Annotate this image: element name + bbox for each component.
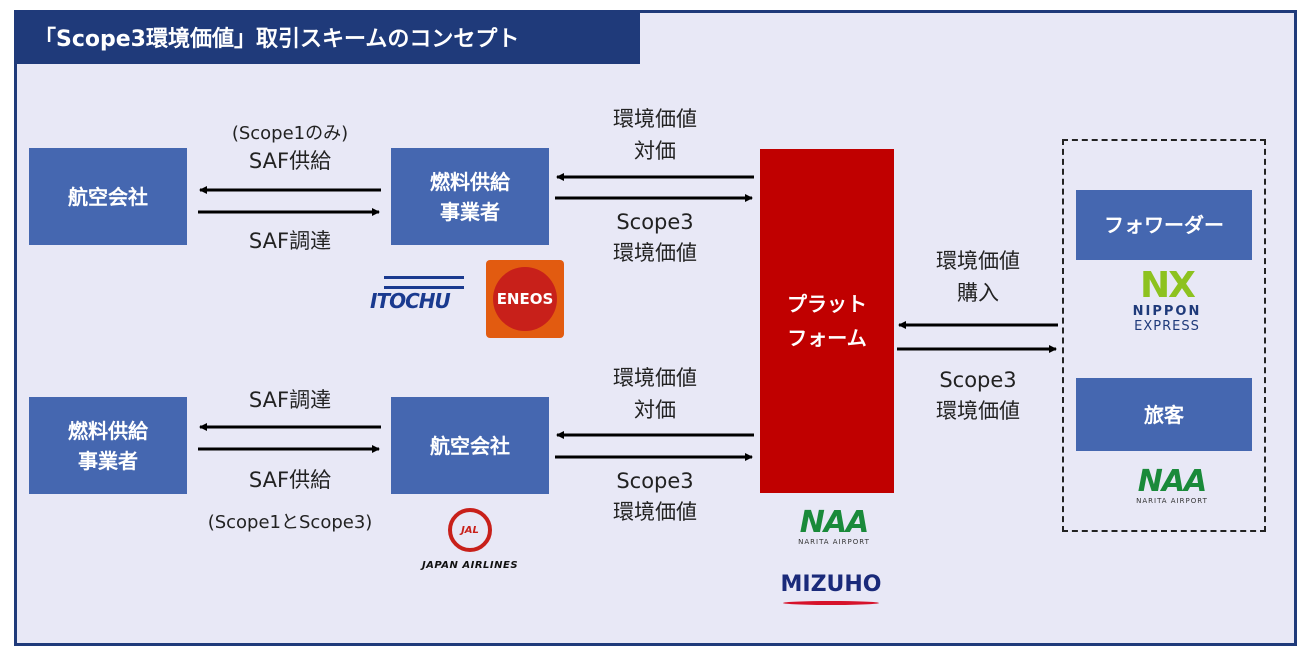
airline-box-top: 航空会社: [29, 148, 187, 245]
itochu-logo: ITOCHU: [370, 276, 470, 320]
label-scope3-l2-bottom: 環境価値: [613, 500, 697, 524]
fuel-supplier-box-top: 燃料供給事業者: [391, 148, 549, 245]
label-saf-supply-top: SAF供給: [248, 149, 332, 173]
fuel-supplier-box-bottom: 燃料供給事業者: [29, 397, 187, 494]
label-scope3-l2-top: 環境価値: [613, 241, 697, 265]
naa-logo-platform: NAA NARITA AIRPORT: [798, 505, 870, 547]
label-scope1-and-scope3: (Scope1とScope3): [207, 512, 373, 533]
diagram-title: 「Scope3環境価値」取引スキームのコンセプト: [14, 10, 640, 64]
forwarder-box: フォワーダー: [1076, 190, 1252, 260]
label-value-l1-top: 環境価値: [613, 107, 697, 131]
label-value-l2-bottom: 対価: [634, 398, 676, 422]
label-value-l1-bottom: 環境価値: [613, 366, 697, 390]
label-saf-procure-top: SAF調達: [248, 229, 332, 253]
mizuho-logo: MIZUHO: [775, 572, 887, 612]
diagram-frame: [14, 10, 1297, 646]
passenger-box: 旅客: [1076, 378, 1252, 451]
label-saf-supply-bottom: SAF供給: [248, 468, 332, 492]
label-value-l2-top: 対価: [634, 139, 676, 163]
label-scope3-l2-right: 環境価値: [936, 399, 1020, 423]
label-scope3-l1-right: Scope3: [939, 368, 1017, 392]
customer-group-frame: [1062, 139, 1266, 532]
label-scope1-only: (Scope1のみ): [231, 123, 349, 144]
eneos-logo: ENEOS: [486, 260, 564, 338]
naa-logo-customer: NAA NARITA AIRPORT: [1136, 464, 1208, 506]
label-saf-procure-bottom: SAF調達: [248, 388, 332, 412]
nippon-express-logo: NX NIPPON EXPRESS: [1132, 265, 1202, 335]
label-scope3-l1-bottom: Scope3: [616, 469, 694, 493]
label-purchase-l1: 環境価値: [936, 249, 1020, 273]
label-purchase-l2: 購入: [957, 281, 999, 305]
airline-box-bottom: 航空会社: [391, 397, 549, 494]
jal-logo: JAL JAPAN AIRLINES: [405, 508, 535, 578]
platform-box: プラットフォーム: [760, 149, 894, 493]
label-scope3-l1-top: Scope3: [616, 210, 694, 234]
